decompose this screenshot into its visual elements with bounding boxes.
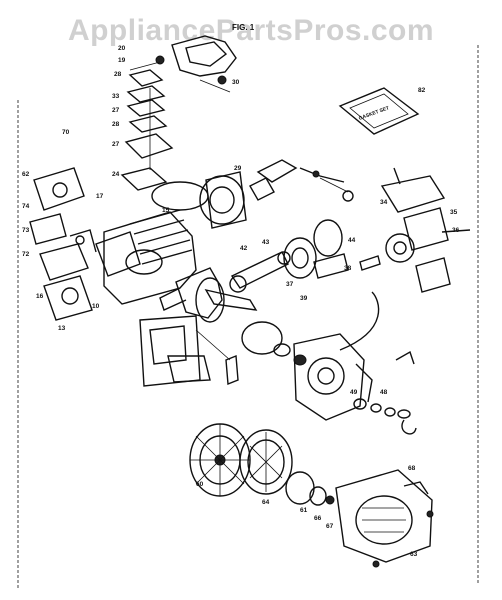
crankshaft-icon [159,267,258,323]
callout-34: 34 [380,199,388,206]
callout-13: 13 [58,325,66,332]
callout-67: 67 [326,523,334,530]
callout-82: 82 [418,87,426,94]
intake-manifold-icon [29,167,93,321]
callout-28a: 28 [114,71,122,78]
seal-hardware-icon [353,350,417,435]
callout-72: 72 [22,251,30,258]
callout-35: 35 [450,209,458,216]
callout-70: 70 [62,129,70,136]
callout-63: 63 [410,551,418,558]
callout-74: 74 [22,203,30,210]
callout-36: 36 [452,227,460,234]
magneto-icon [339,167,471,351]
bearing-icon [241,321,307,366]
recoil-components-icon [285,471,335,506]
callout-62: 62 [22,171,30,178]
callout-60: 60 [196,481,204,488]
callout-33: 33 [112,93,120,100]
starter-pulley-icon [239,429,293,495]
figure-label: FIG. 1 [232,23,255,32]
callout-64: 64 [262,499,270,506]
recoil-starter-icon [335,469,434,568]
gasket-set-label: GASKET SET [358,105,390,122]
callout-29: 29 [234,165,242,172]
connecting-rod-icon [229,251,291,293]
callout-73: 73 [22,227,30,234]
callout-68: 68 [408,465,416,472]
callout-38: 38 [344,265,352,272]
callout-39: 39 [300,295,308,302]
callout-24: 24 [112,171,120,178]
callout-19: 19 [118,57,126,64]
callout-27b: 27 [112,141,120,148]
cylinder-head-icon [199,171,275,229]
callout-43: 43 [262,239,270,246]
callout-42: 42 [240,245,248,252]
crankcase-icon [293,333,373,421]
callout-27a: 27 [112,107,120,114]
ignition-coil-icon [139,315,239,387]
callout-30: 30 [232,79,240,86]
callout-66: 66 [314,515,322,522]
callout-17: 17 [96,193,104,200]
callout-15: 15 [162,207,170,214]
callout-44: 44 [348,237,356,244]
callout-49: 49 [350,389,358,396]
piston-icon [283,219,349,279]
callout-37: 37 [286,281,294,288]
callout-16: 16 [36,293,44,300]
callout-28b: 28 [112,121,120,128]
cylinder-icon [103,181,209,305]
intake-gaskets-icon [120,69,174,191]
fuel-fitting-icon [256,159,354,202]
callout-61: 61 [300,507,308,514]
callout-48: 48 [380,389,388,396]
flywheel-icon [189,423,251,497]
gasket-set-icon: GASKET SET [338,87,420,135]
callout-20: 20 [118,45,126,52]
carburetor-icon [129,35,237,93]
callout-10: 10 [92,303,100,310]
